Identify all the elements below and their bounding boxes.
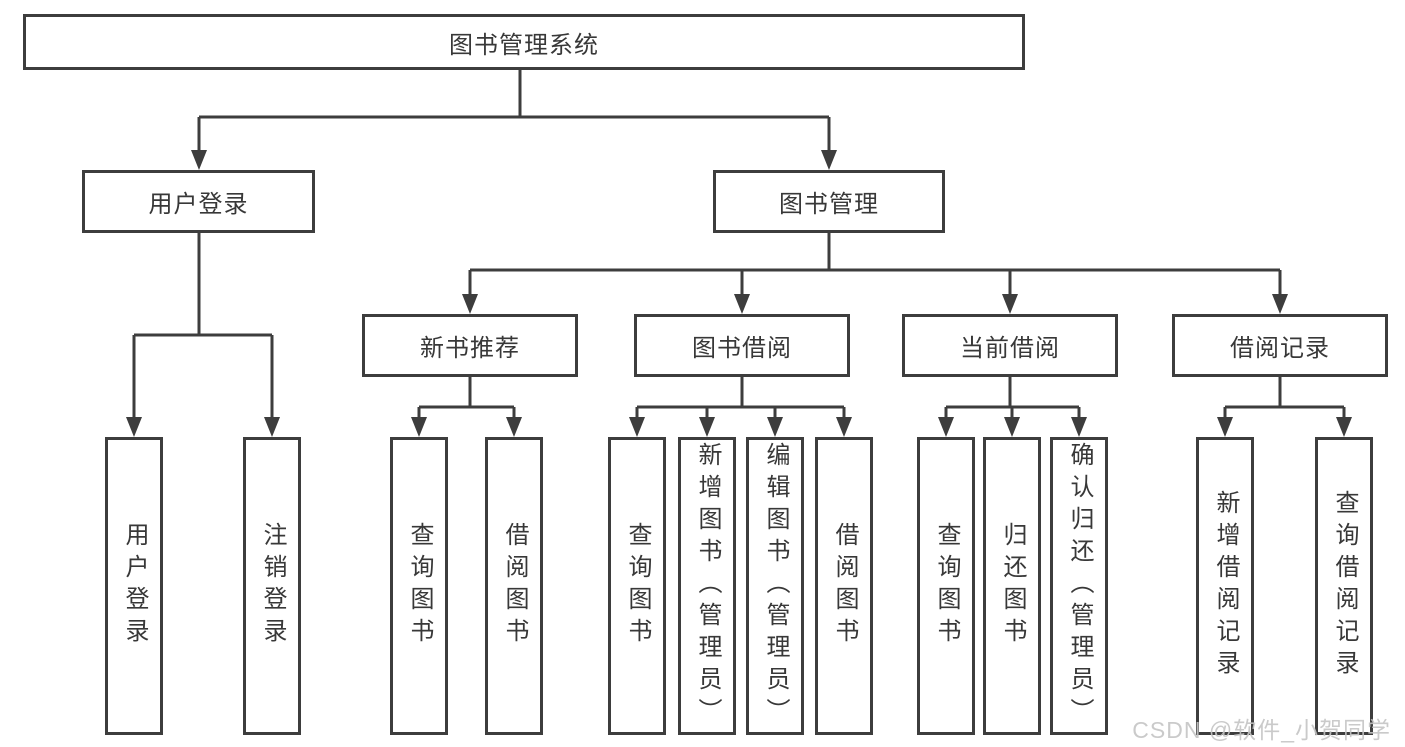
node-borrowing-records-label: 借阅记录 [1230, 335, 1330, 362]
leaf-edit-book-admin-label: 编辑图书（管理员） [762, 442, 789, 730]
node-user-login-branch-label: 用户登录 [148, 191, 249, 218]
arrowhead [264, 417, 280, 437]
arrowhead [1071, 417, 1087, 437]
node-book-borrowing: 图书借阅 [634, 314, 850, 377]
leaf-add-borrow-record-label: 新增借阅记录 [1212, 490, 1239, 682]
leaf-borrow-books-2-label: 借阅图书 [831, 522, 858, 650]
arrowhead [938, 417, 954, 437]
leaf-user-login: 用户登录 [105, 437, 163, 735]
leaf-query-books-2-label: 查询图书 [624, 522, 651, 650]
leaf-return-book-label: 归还图书 [999, 522, 1026, 650]
leaf-add-book-admin-label: 新增图书（管理员） [694, 442, 721, 730]
leaf-borrow-books-1: 借阅图书 [485, 437, 543, 735]
node-new-book-recommend: 新书推荐 [362, 314, 578, 377]
node-new-book-recommend-label: 新书推荐 [420, 335, 520, 362]
arrowhead [462, 294, 478, 314]
csdn-watermark: CSDN @软件_小贺同学 [1132, 717, 1391, 743]
node-root: 图书管理系统 [23, 14, 1025, 70]
leaf-add-borrow-record: 新增借阅记录 [1196, 437, 1254, 735]
leaf-borrow-books-1-label: 借阅图书 [501, 522, 528, 650]
arrowhead [411, 417, 427, 437]
node-book-management-branch-label: 图书管理 [779, 191, 879, 218]
leaf-user-login-label: 用户登录 [121, 522, 148, 650]
arrowhead [767, 417, 783, 437]
leaf-query-books-1: 查询图书 [390, 437, 448, 735]
connector-path [132, 70, 1346, 421]
leaf-query-books-1-label: 查询图书 [406, 522, 433, 650]
arrowhead [821, 150, 837, 170]
leaf-add-book-admin: 新增图书（管理员） [678, 437, 736, 735]
node-current-borrowing-label: 当前借阅 [960, 335, 1060, 362]
arrowhead [126, 417, 142, 437]
leaf-return-book: 归还图书 [983, 437, 1041, 735]
arrowhead [191, 150, 207, 170]
node-book-borrowing-label: 图书借阅 [692, 335, 792, 362]
node-borrowing-records: 借阅记录 [1172, 314, 1388, 377]
arrowhead [836, 417, 852, 437]
arrowhead [506, 417, 522, 437]
leaf-query-borrow-record: 查询借阅记录 [1315, 437, 1373, 735]
arrowhead [699, 417, 715, 437]
arrowhead [629, 417, 645, 437]
leaf-borrow-books-2: 借阅图书 [815, 437, 873, 735]
arrowhead [1004, 417, 1020, 437]
leaf-query-books-3: 查询图书 [917, 437, 975, 735]
arrowhead [1272, 294, 1288, 314]
leaf-query-books-2: 查询图书 [608, 437, 666, 735]
node-book-management-branch: 图书管理 [713, 170, 945, 233]
arrowhead [734, 294, 750, 314]
leaf-query-borrow-record-label: 查询借阅记录 [1331, 490, 1358, 682]
node-root-label: 图书管理系统 [449, 31, 599, 59]
node-current-borrowing: 当前借阅 [902, 314, 1118, 377]
arrowhead [1336, 417, 1352, 437]
leaf-query-books-3-label: 查询图书 [933, 522, 960, 650]
arrowheads [126, 150, 1352, 437]
leaf-logout: 注销登录 [243, 437, 301, 735]
node-user-login-branch: 用户登录 [82, 170, 315, 233]
leaf-edit-book-admin: 编辑图书（管理员） [746, 437, 804, 735]
arrowhead [1217, 417, 1233, 437]
leaf-logout-label: 注销登录 [259, 522, 286, 650]
arrowhead [1002, 294, 1018, 314]
leaf-confirm-return-admin-label: 确认归还（管理员） [1066, 442, 1093, 730]
leaf-confirm-return-admin: 确认归还（管理员） [1050, 437, 1108, 735]
